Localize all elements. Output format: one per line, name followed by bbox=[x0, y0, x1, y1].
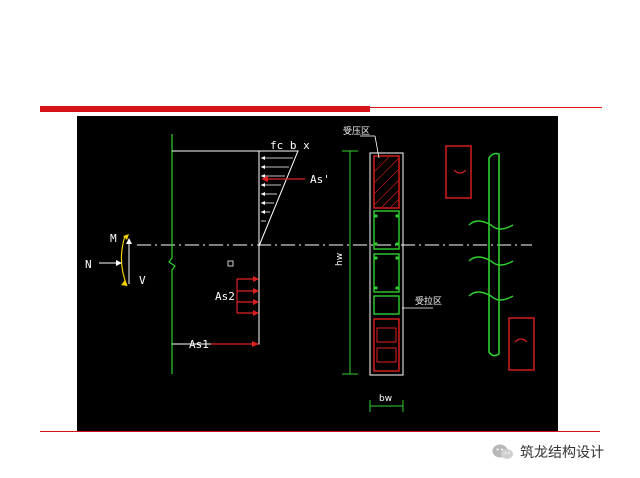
compression-boundary-element bbox=[373, 155, 400, 209]
label-axial: N bbox=[85, 258, 92, 271]
wall-section-outline bbox=[369, 152, 404, 376]
label-fcbx: fc b x bbox=[270, 139, 310, 152]
label-as1: As1 bbox=[189, 338, 209, 351]
wall-centerline bbox=[168, 134, 176, 374]
web-reinforcement bbox=[373, 210, 400, 315]
compression-stress-arrows bbox=[261, 157, 293, 222]
stress-diagram-outline bbox=[172, 150, 260, 345]
compression-hatch bbox=[374, 156, 399, 208]
label-tension-zone: 受拉区 bbox=[415, 295, 442, 307]
stirrup-detail-top bbox=[445, 145, 472, 199]
label-width: bw bbox=[379, 394, 392, 404]
force-as-prime-arrowhead bbox=[261, 176, 268, 182]
label-shear: V bbox=[139, 274, 146, 287]
wall-section-diagram: fc b x As' As2 As1 M N bbox=[85, 125, 535, 412]
tie-detail-green bbox=[488, 152, 500, 357]
tension-boundary-element bbox=[373, 318, 400, 372]
watermark: 筑龙结构设计 bbox=[492, 440, 604, 464]
label-height: hw bbox=[335, 253, 345, 266]
cad-drawing: fc b x As' As2 As1 M N bbox=[77, 116, 558, 431]
label-compression-zone: 受压区 bbox=[343, 125, 370, 137]
label-as-prime: As' bbox=[310, 173, 330, 186]
label-moment: M bbox=[110, 232, 117, 245]
stirrup-detail-bottom bbox=[508, 317, 535, 371]
force-as1-arrowhead bbox=[252, 341, 259, 347]
title-accent-line bbox=[370, 107, 602, 108]
compression-triangle bbox=[258, 150, 299, 247]
centroid-marker bbox=[227, 260, 234, 267]
force-as2-arrows bbox=[236, 278, 257, 314]
footer-accent-line bbox=[40, 431, 600, 432]
wechat-icon bbox=[492, 444, 513, 459]
label-as2: As2 bbox=[215, 290, 235, 303]
watermark-text: 筑龙结构设计 bbox=[520, 445, 604, 461]
moment-arrow bbox=[120, 235, 128, 287]
title-accent-bar bbox=[40, 106, 370, 112]
